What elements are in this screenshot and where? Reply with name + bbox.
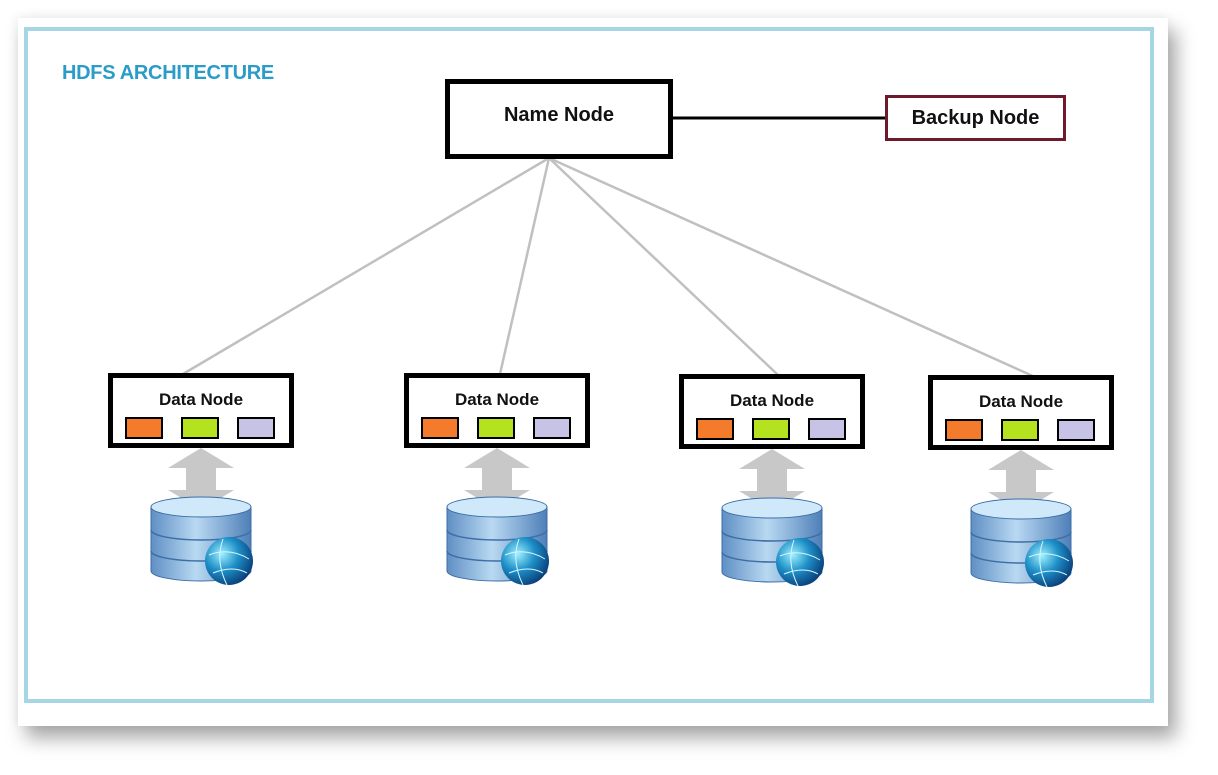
bidirectional-arrow-icon (464, 448, 530, 510)
link-datanode-1 (182, 156, 550, 376)
data-node[interactable]: Data Node (108, 373, 294, 448)
data-block (421, 417, 459, 439)
data-block (125, 417, 163, 439)
name-node-label: Name Node (503, 104, 615, 126)
database-icon (970, 498, 1073, 588)
data-block (477, 417, 515, 439)
data-node-label: Data Node (454, 390, 540, 409)
data-block (181, 417, 219, 439)
bidirectional-arrow-icon (988, 450, 1054, 512)
data-blocks (945, 419, 1095, 441)
data-block (237, 417, 275, 439)
data-block (533, 417, 571, 439)
database-icon (446, 496, 549, 586)
data-block (1057, 419, 1095, 441)
diagram-frame (24, 27, 1154, 703)
data-node[interactable]: Data Node (679, 374, 865, 449)
data-block (696, 418, 734, 440)
data-blocks (421, 417, 571, 439)
backup-node-label: Backup Node (911, 107, 1040, 129)
link-datanode-3 (548, 157, 779, 376)
diagram-title: HDFS ARCHITECTURE (62, 62, 274, 84)
data-blocks (696, 418, 846, 440)
data-node[interactable]: Data Node (928, 375, 1114, 450)
data-node-label: Data Node (978, 392, 1064, 411)
link-datanode-2 (498, 157, 551, 375)
database-icon (150, 496, 253, 586)
data-block (808, 418, 846, 440)
data-block (1001, 419, 1039, 441)
data-node[interactable]: Data Node (404, 373, 590, 448)
database-icon (721, 497, 824, 587)
bidirectional-arrow-icon (739, 449, 805, 511)
link-datanode-4 (548, 156, 1036, 379)
backup-node[interactable]: Backup Node (885, 95, 1066, 141)
name-node[interactable]: Name Node (445, 79, 673, 159)
bidirectional-arrow-icon (168, 448, 234, 510)
data-block (752, 418, 790, 440)
data-node-label: Data Node (729, 391, 815, 410)
data-blocks (125, 417, 275, 439)
data-node-label: Data Node (158, 390, 244, 409)
data-block (945, 419, 983, 441)
